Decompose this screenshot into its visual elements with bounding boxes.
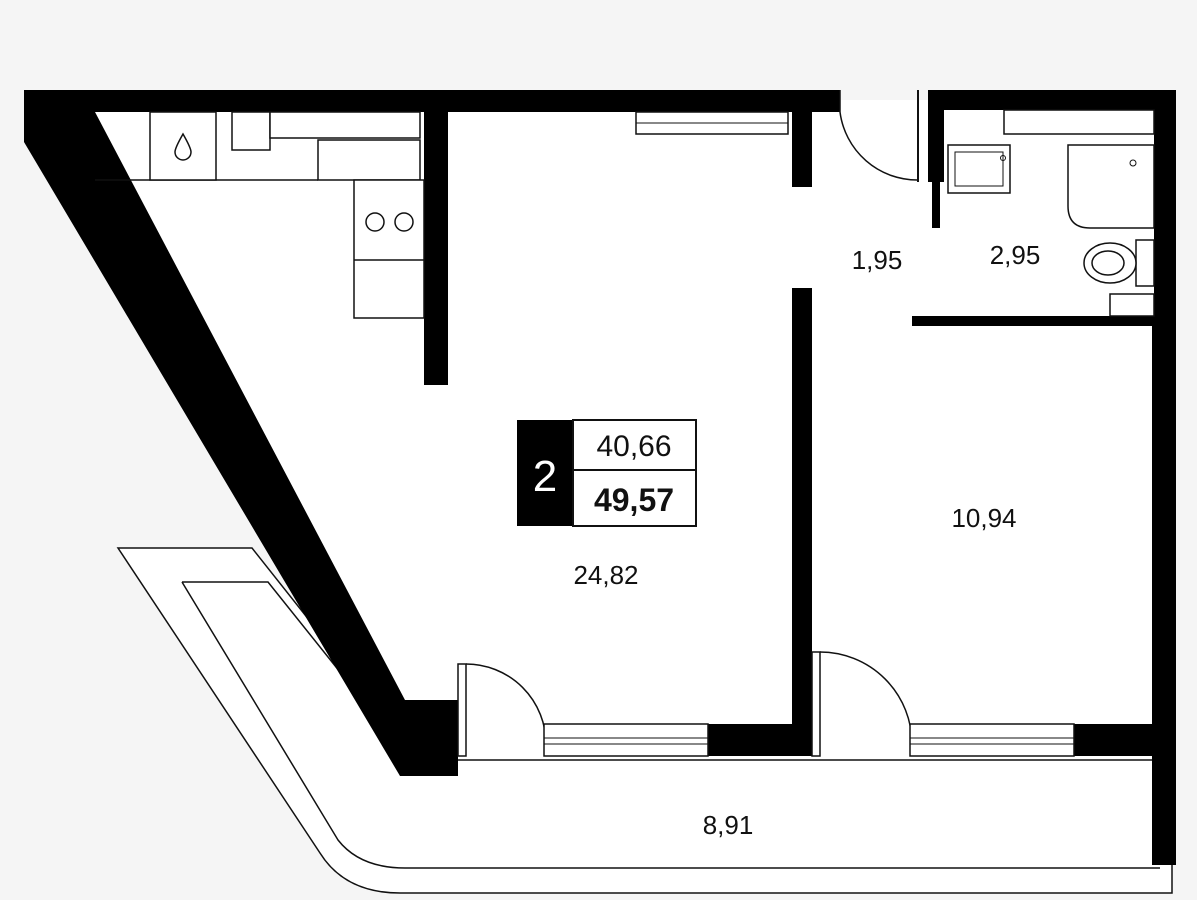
stove-icon [365,212,414,232]
sink-icon [174,132,192,161]
outer-wall-diagonal [24,90,458,776]
outer-wall-right [1154,90,1176,310]
room-area-bathroom: 2,95 [990,240,1041,270]
bottom-wall-living [708,724,812,756]
bathroom-shaft [1109,293,1155,317]
kitchen-counter-side [353,179,425,319]
room-area-balcony: 8,91 [703,810,754,840]
outer-wall-top-right [928,90,1176,110]
legend-living-area: 40,66 [596,430,671,463]
door-icon [839,90,919,181]
bathroom-door-jamb [932,110,940,228]
legend-rooms-count: 2 [533,452,557,501]
living-bedroom-wall [792,288,812,756]
room-area-kitchen-living: 24,82 [573,560,638,590]
shower-icon [1067,144,1155,229]
area-legend: 2 40,66 49,57 [517,419,697,527]
legend-total-area: 49,57 [594,482,674,518]
window-living-bottom [543,723,709,757]
bathroom-bedroom-wall [912,316,1160,326]
window-bathroom [1003,109,1155,135]
window-bedroom-bottom [909,723,1075,757]
kitchen-counter [95,111,425,319]
legend-area-box [572,419,697,527]
walls [24,90,1176,865]
outer-wall-right-lower [1152,310,1176,865]
legend-rooms-box [517,420,573,526]
toilet-icon [1083,239,1155,287]
hallway-wall-upper [792,90,812,187]
room-area-bedroom: 10,94 [951,503,1016,533]
room-area-hallway: 1,95 [852,245,903,275]
kitchen-partition-wall [424,90,448,385]
